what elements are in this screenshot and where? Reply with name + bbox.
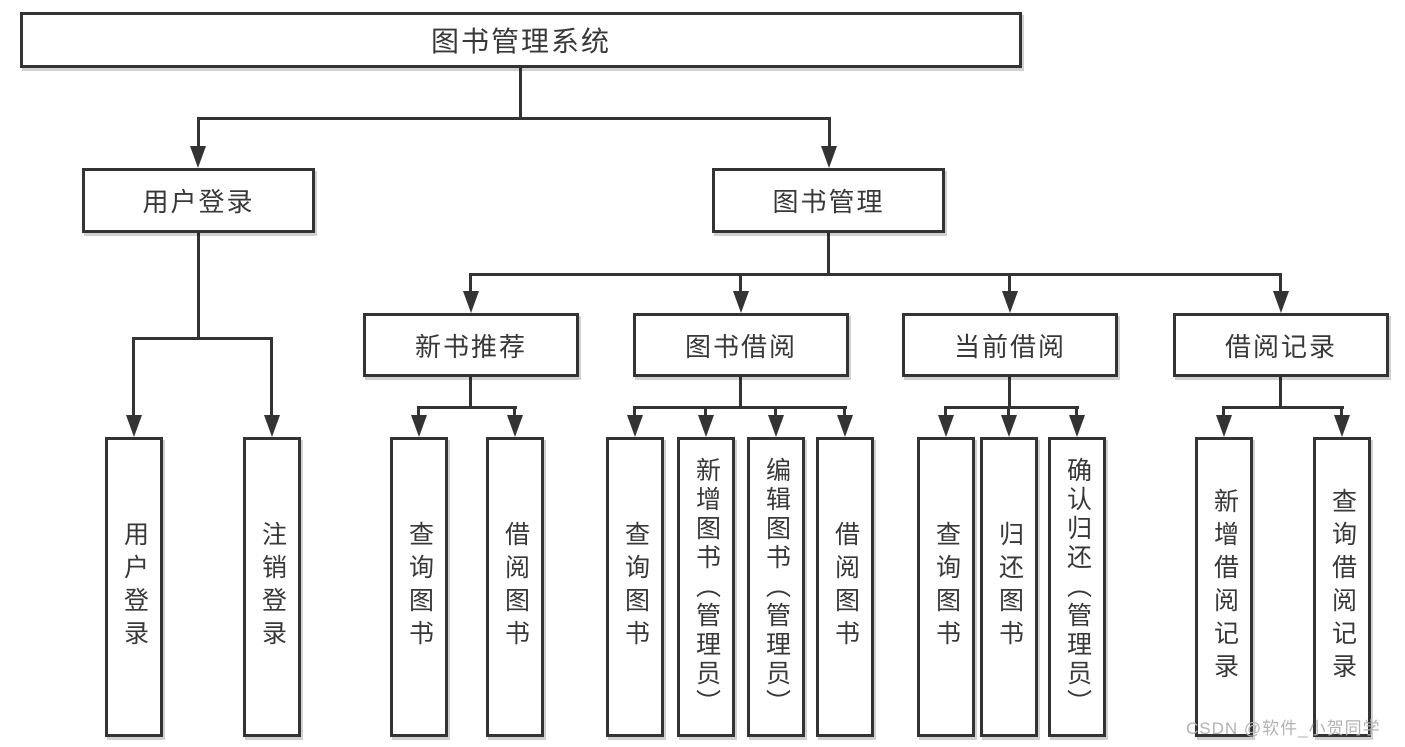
leaf-records-add-record: 新增借阅记录 [1195, 437, 1253, 737]
connector-line [704, 406, 707, 416]
connector-line [417, 406, 517, 409]
node-book-management: 图书管理 [712, 168, 945, 233]
connector-line [1008, 273, 1011, 293]
node-book-management-label: 图书管理 [772, 187, 885, 217]
arrowhead-down [1273, 291, 1289, 313]
leaf-current-confirm-return-admin-label: 确认归还（管理员） [1063, 456, 1092, 718]
node-user-login-label: 用户登录 [142, 187, 255, 217]
arrowhead-down [463, 291, 479, 313]
connector-line [944, 406, 1079, 409]
connector-line [132, 337, 135, 415]
arrowhead-down [190, 146, 206, 168]
arrowhead-down [1001, 415, 1017, 437]
node-borrow-records: 借阅记录 [1173, 313, 1389, 377]
connector-line [1222, 406, 1225, 416]
arrowhead-down [1216, 415, 1232, 437]
connector-line [1222, 406, 1344, 409]
arrowhead-down [698, 415, 714, 437]
leaf-newbooks-query-books-label: 查询图书 [405, 521, 434, 653]
connector-line [197, 117, 831, 120]
connector-line [633, 406, 847, 409]
leaf-borrowing-query-books-label: 查询图书 [621, 521, 650, 653]
connector-line [944, 406, 947, 416]
connector-line [827, 233, 830, 273]
node-new-book-recommend: 新书推荐 [363, 313, 579, 377]
leaf-user-login: 用户登录 [105, 437, 163, 737]
connector-line [843, 406, 846, 416]
leaf-records-query-record-label: 查询借阅记录 [1328, 488, 1357, 686]
watermark: CSDN @软件_小贺同学 [1186, 719, 1381, 738]
arrowhead-down [837, 415, 853, 437]
leaf-borrowing-borrow-books-label: 借阅图书 [831, 521, 860, 653]
connector-line [197, 117, 200, 149]
arrowhead-down [821, 146, 837, 168]
connector-line [774, 406, 777, 416]
connector-line [197, 233, 200, 337]
node-current-borrowing-label: 当前借阅 [953, 331, 1066, 362]
connector-line [1279, 377, 1282, 407]
leaf-records-query-record: 查询借阅记录 [1313, 437, 1371, 737]
connector-line [469, 273, 1282, 276]
node-book-borrowing-label: 图书借阅 [684, 331, 797, 362]
arrowhead-down [264, 415, 280, 437]
arrowhead-down [411, 415, 427, 437]
leaf-records-add-record-label: 新增借阅记录 [1210, 488, 1239, 686]
leaf-borrowing-edit-books-admin-label: 编辑图书（管理员） [762, 456, 791, 718]
connector-line [469, 377, 472, 407]
connector-line [132, 337, 273, 340]
leaf-current-query-books-label: 查询图书 [932, 521, 961, 653]
node-root-label: 图书管理系统 [430, 26, 611, 57]
arrowhead-down [1069, 415, 1085, 437]
leaf-newbooks-borrow-books: 借阅图书 [486, 437, 544, 737]
connector-line [469, 273, 472, 293]
connector-line [1279, 273, 1282, 293]
arrowhead-down [938, 415, 954, 437]
connector-line [633, 406, 636, 416]
node-new-book-recommend-label: 新书推荐 [414, 331, 527, 362]
arrowhead-down [733, 291, 749, 313]
connector-line [1075, 406, 1078, 416]
connector-line [417, 406, 420, 416]
leaf-borrowing-query-books: 查询图书 [606, 437, 664, 737]
leaf-newbooks-query-books: 查询图书 [390, 437, 448, 737]
connector-line [739, 377, 742, 407]
leaf-borrowing-add-books-admin: 新增图书（管理员） [677, 437, 735, 737]
leaf-user-login-label: 用户登录 [120, 521, 149, 653]
node-book-borrowing: 图书借阅 [633, 313, 849, 377]
leaf-logout-label: 注销登录 [258, 521, 287, 653]
leaf-current-query-books: 查询图书 [917, 437, 975, 737]
arrowhead-down [126, 415, 142, 437]
connector-line [1340, 406, 1343, 416]
connector-line [1007, 406, 1010, 416]
leaf-newbooks-borrow-books-label: 借阅图书 [501, 521, 530, 653]
leaf-borrowing-add-books-admin-label: 新增图书（管理员） [692, 456, 721, 718]
node-current-borrowing: 当前借阅 [902, 313, 1118, 377]
leaf-current-return-books: 归还图书 [980, 437, 1038, 737]
node-user-login: 用户登录 [82, 168, 315, 233]
leaf-borrowing-edit-books-admin: 编辑图书（管理员） [747, 437, 805, 737]
arrowhead-down [507, 415, 523, 437]
leaf-logout: 注销登录 [243, 437, 301, 737]
arrowhead-down [627, 415, 643, 437]
connector-line [513, 406, 516, 416]
leaf-current-return-books-label: 归还图书 [995, 521, 1024, 653]
connector-line [739, 273, 742, 293]
connector-line [270, 337, 273, 415]
connector-line [828, 117, 831, 149]
leaf-current-confirm-return-admin: 确认归还（管理员） [1048, 437, 1106, 737]
node-borrow-records-label: 借阅记录 [1224, 331, 1337, 362]
arrowhead-down [768, 415, 784, 437]
arrowhead-down [1002, 291, 1018, 313]
arrowhead-down [1334, 415, 1350, 437]
connector-line [519, 67, 522, 117]
leaf-borrowing-borrow-books: 借阅图书 [816, 437, 874, 737]
node-root: 图书管理系统 [20, 12, 1022, 68]
connector-line [1008, 377, 1011, 407]
